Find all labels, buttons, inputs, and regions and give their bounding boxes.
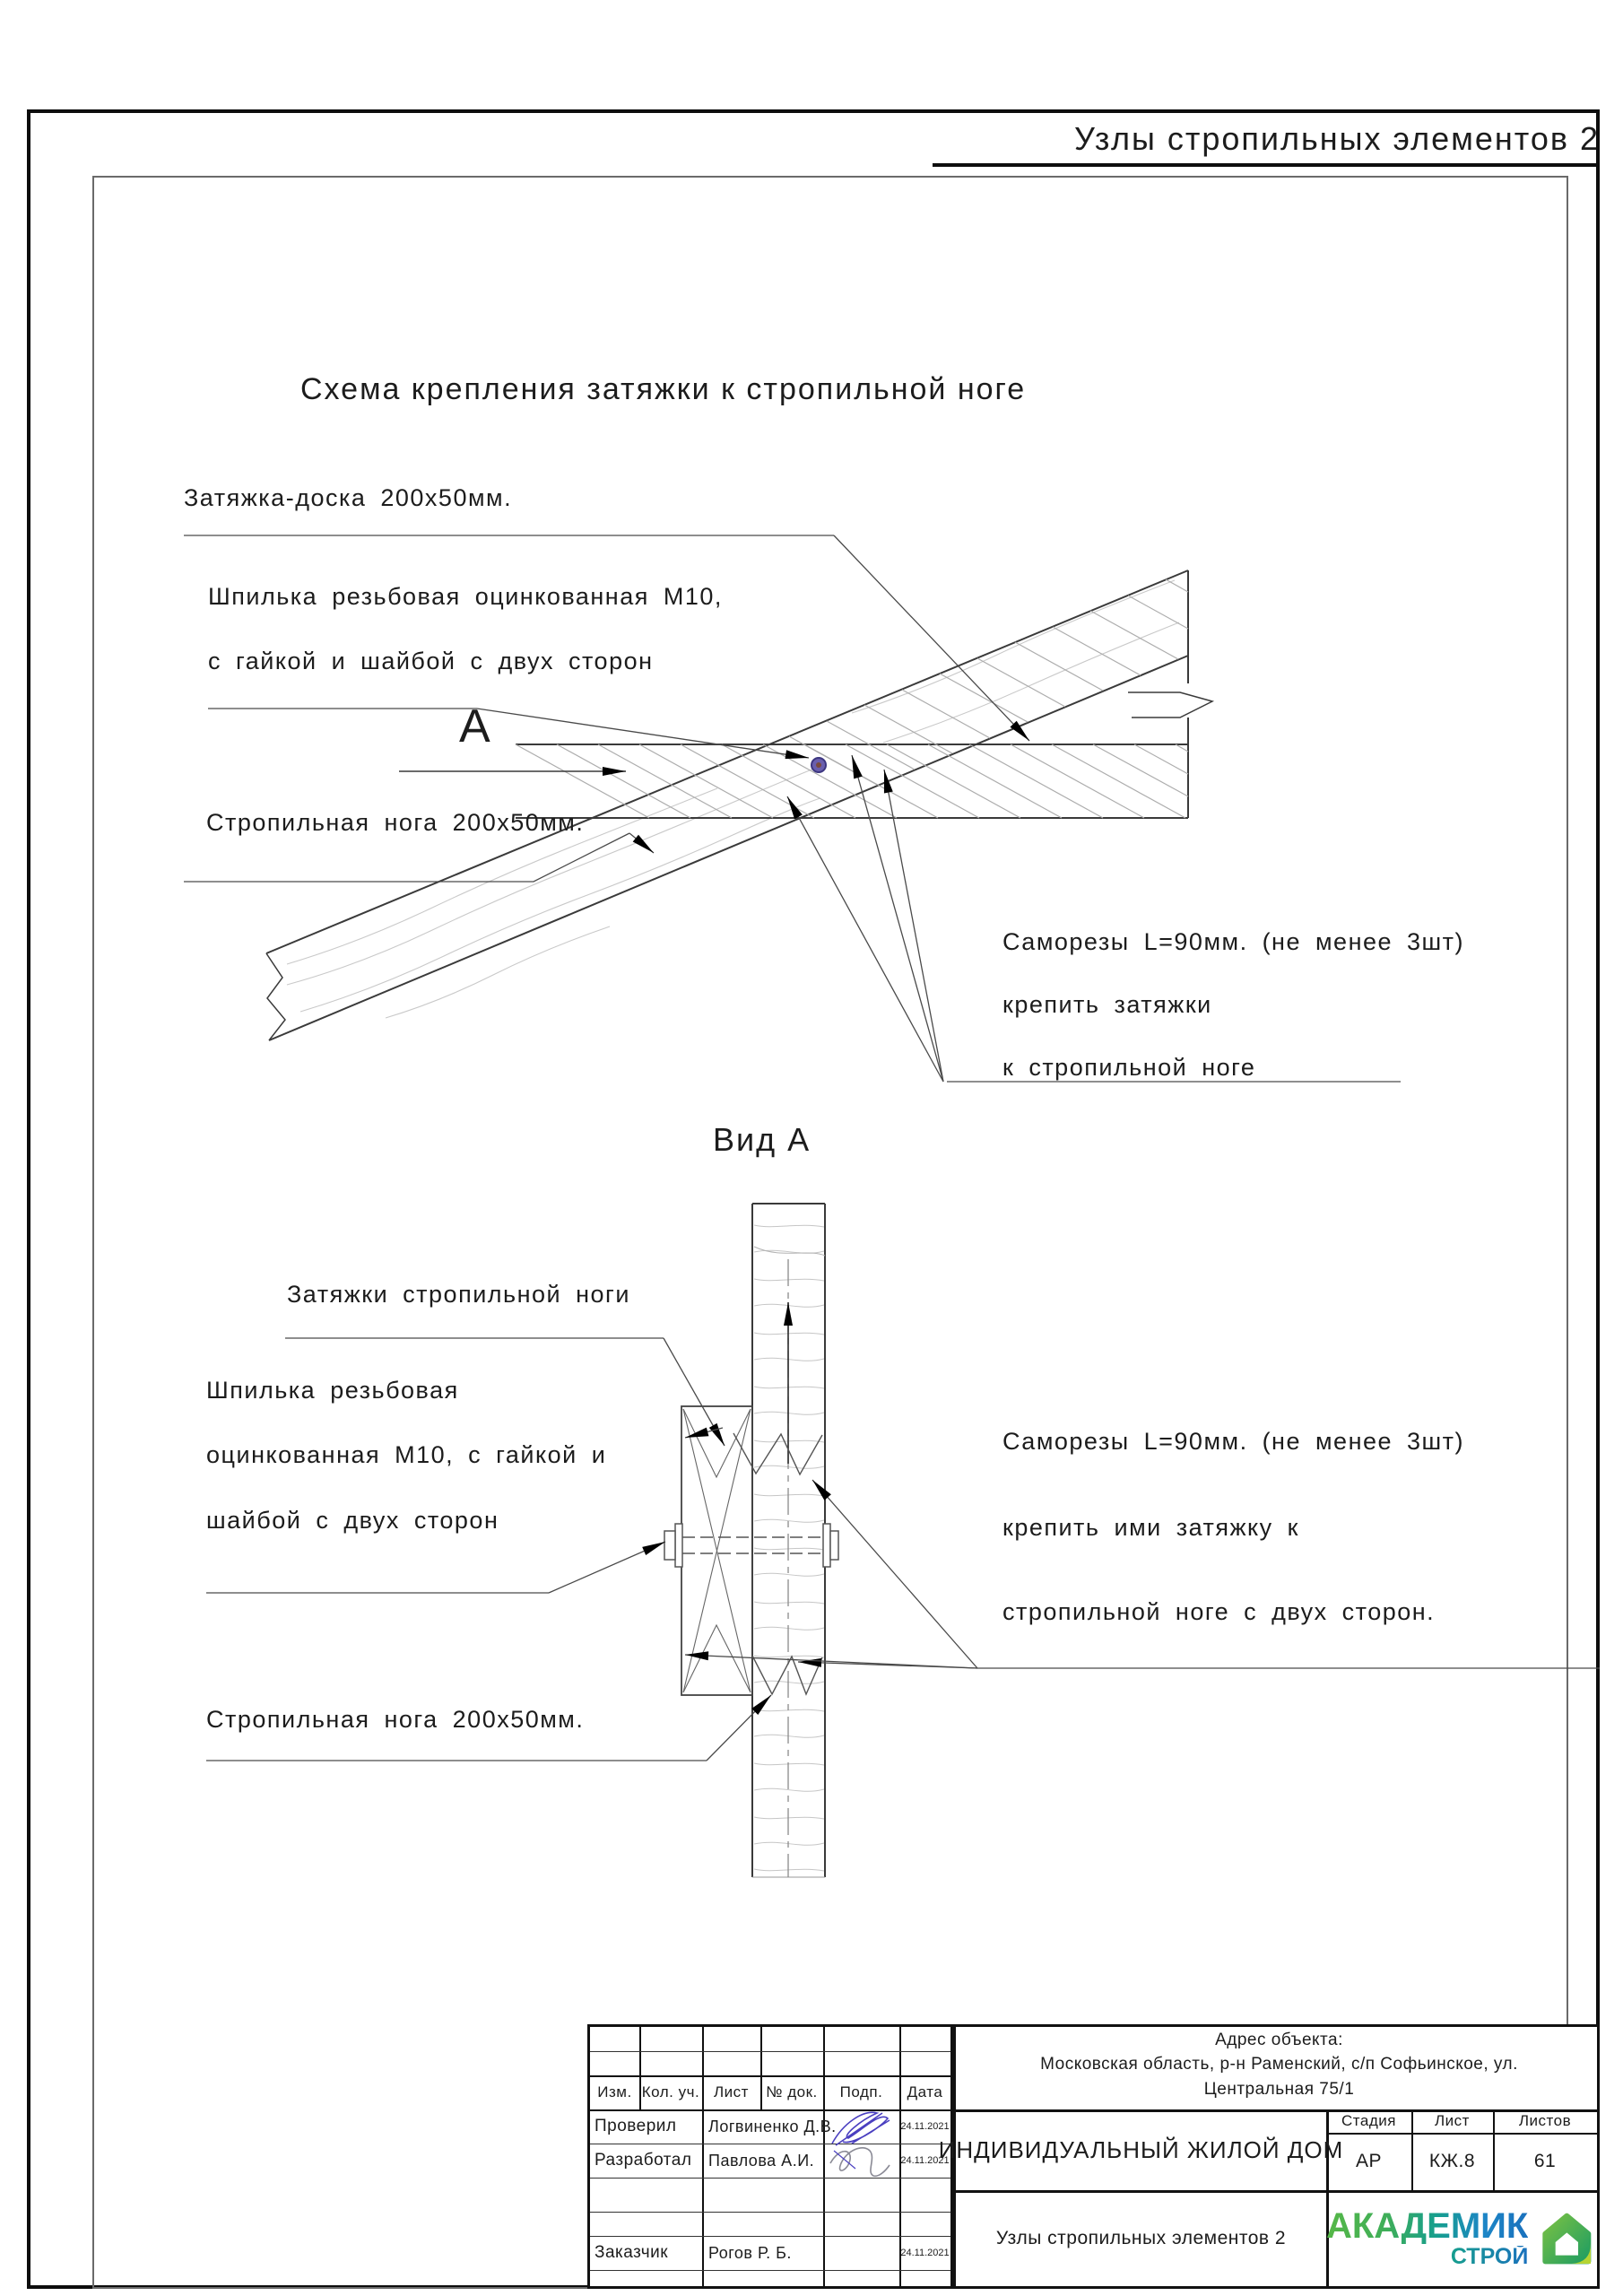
label-stud2-3: шайбой с двух сторон xyxy=(206,1507,499,1534)
label-stud2-2: оцинкованная М10, с гайкой и xyxy=(206,1441,607,1468)
stamp-name-customer: Рогов Р. Б. xyxy=(708,2243,792,2262)
stamp-name-checked: Логвиненко Д.В. xyxy=(708,2117,837,2135)
diagram1-title: Схема крепления затяжки к стропильной но… xyxy=(300,372,1027,406)
screw-zigzags xyxy=(733,1432,823,1696)
stamp-address-caption: Адрес объекта: xyxy=(1215,2031,1343,2049)
diagram2-leaders xyxy=(206,1337,1600,1761)
stamp-col-izm: Изм. xyxy=(597,2083,632,2100)
label-screws2-3: стропильной ноге с двух сторон. xyxy=(1002,1598,1436,1625)
stamp-address-line1: Московская область, р-н Раменский, с/п С… xyxy=(1040,2055,1518,2074)
stamp-left-table: Изм. Кол. уч. Лист № док. Подп. Дата Про… xyxy=(587,2024,953,2289)
stamp-sheet-value: КЖ.8 xyxy=(1428,2151,1476,2171)
rafter-hatch xyxy=(788,578,1189,786)
page-title: Узлы стропильных элементов 2 xyxy=(933,120,1600,167)
stamp-col-podp: Подп. xyxy=(839,2083,883,2100)
label-rafter-leg: Стропильная нога 200х50мм. xyxy=(206,809,585,836)
stamp-right-section: Адрес объекта: Московская область, р-н Р… xyxy=(938,2024,1600,2289)
label-screws2-2: крепить ими затяжку к xyxy=(1002,1514,1299,1541)
logo-word-stroy: СТРОЙ xyxy=(1450,2244,1529,2269)
stamp-name-developed: Павлова А.И. xyxy=(708,2151,815,2170)
tie-board xyxy=(516,744,1188,819)
stamp-role-developed: Разработал xyxy=(595,2151,692,2170)
stamp-col-list: Лист xyxy=(714,2083,749,2100)
stamp-role-checked: Проверил xyxy=(595,2117,677,2135)
company-logo: АКАДЕМИК СТРОЙ xyxy=(1326,2190,1597,2286)
stamp-col-ndok: № док. xyxy=(766,2083,818,2100)
stamp-date-checked: 24.11.2021 xyxy=(900,2121,950,2132)
plank-grain xyxy=(753,1224,826,1872)
stamp-col-data: Дата xyxy=(907,2083,943,2100)
stamp-stage-value: АР xyxy=(1355,2151,1382,2171)
label-screws-2: крепить затяжки xyxy=(1002,991,1212,1018)
rafter-board xyxy=(265,570,1215,1041)
label-screws2-1: Саморезы L=90мм. (не менее 3шт) xyxy=(1002,1428,1465,1455)
signature-developed xyxy=(829,2147,890,2178)
label-rafter-leg-2: Стропильная нога 200х50мм. xyxy=(206,1706,585,1733)
diagram1-leaders xyxy=(184,535,1401,1083)
tie-side-rect xyxy=(681,1405,753,1696)
stamp-sheets-label: Листов xyxy=(1518,2112,1572,2129)
diagram2-title: Вид А xyxy=(713,1121,812,1158)
stamp-col-koluch: Кол. уч. xyxy=(641,2083,700,2100)
label-ties: Затяжки стропильной ноги xyxy=(287,1281,630,1308)
label-screws-3: к стропильной ноге xyxy=(1002,1054,1256,1081)
label-tie-board: Затяжка-доска 200х50мм. xyxy=(184,484,513,511)
label-stud-1: Шпилька резьбовая оцинкованная М10, xyxy=(208,583,723,610)
logo-word-akademik: АКАДЕМИК xyxy=(1326,2206,1529,2246)
stamp-sheet-title: Узлы стропильных элементов 2 xyxy=(995,2227,1287,2248)
stamp-sheet-label: Лист xyxy=(1435,2112,1470,2129)
stamp-sheets-value: 61 xyxy=(1533,2151,1557,2171)
label-stud2-1: Шпилька резьбовая xyxy=(206,1377,459,1404)
stamp-stage-label: Стадия xyxy=(1341,2112,1396,2129)
logo-house-icon xyxy=(1542,2213,1592,2264)
label-stud-2: с гайкой и шайбой с двух сторон xyxy=(208,648,654,674)
stud-end-dot xyxy=(811,757,827,773)
section-mark-a: А xyxy=(459,700,490,752)
stamp-date-developed: 24.11.2021 xyxy=(900,2155,950,2166)
stamp-address-line2: Центральная 75/1 xyxy=(1203,2080,1355,2099)
label-screws-1: Саморезы L=90мм. (не менее 3шт) xyxy=(1002,928,1465,955)
stamp-project-title: ИНДИВИДУАЛЬНЫЙ ЖИЛОЙ ДОМ xyxy=(938,2135,1344,2163)
stamp-role-customer: Заказчик xyxy=(595,2243,669,2262)
stamp-date-customer: 24.11.2021 xyxy=(900,2248,950,2258)
signature-checked xyxy=(831,2111,890,2146)
